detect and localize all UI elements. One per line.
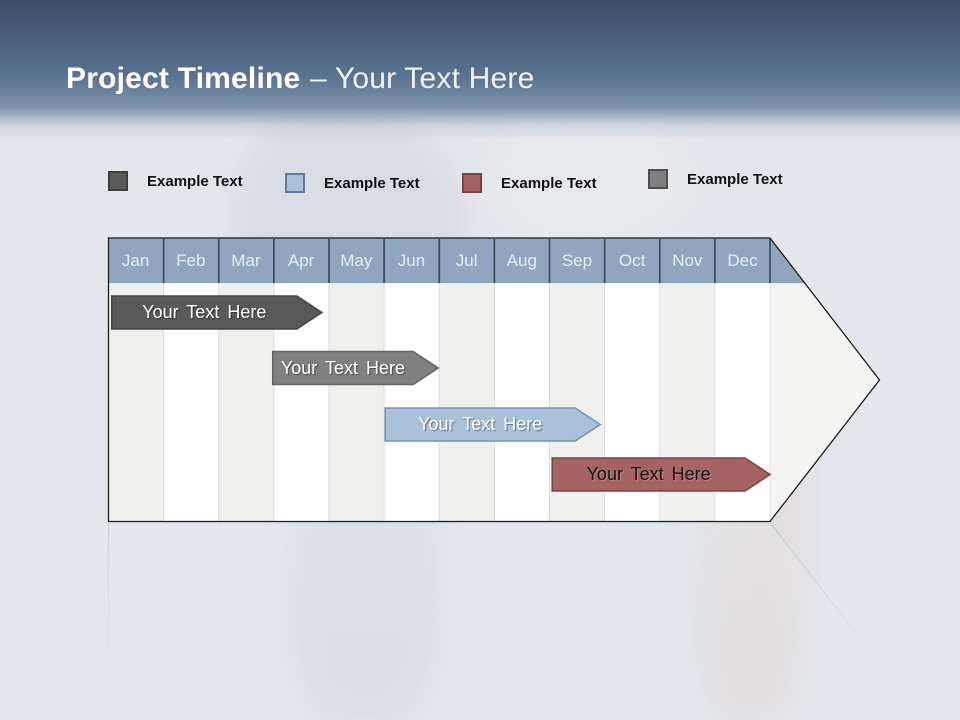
legend-item: Example Text: [285, 172, 420, 194]
legend-label: Example Text: [147, 172, 243, 190]
month-cell-jul: Jul: [455, 250, 478, 270]
legend-swatch: [285, 173, 305, 193]
task-bar-2: [271, 350, 440, 386]
task-bar-label-2: Your Text Here: [280, 357, 405, 378]
month-cell-jun: Jun: [397, 250, 426, 270]
legend-item: Example Text: [462, 172, 597, 194]
task-bar-4: [551, 457, 772, 492]
month-cell-may: May: [340, 250, 373, 270]
legend-swatch: [648, 169, 668, 189]
slide-title: Project Timeline – Your Text Here: [66, 62, 534, 96]
legend-label: Example Text: [687, 170, 783, 188]
task-bar-3: [384, 407, 602, 442]
legend-item: Example Text: [648, 168, 783, 190]
legend-swatch: [462, 173, 482, 193]
legend-item: Example Text: [108, 170, 243, 192]
month-cell-feb: Feb: [176, 250, 206, 270]
month-header-row: Jan Feb Mar Apr May Jun Jul Aug Sep Oct Nov Dec: [108, 238, 770, 283]
month-cell-nov: Nov: [672, 250, 703, 270]
legend-label: Example Text: [324, 174, 420, 192]
task-bar-label-4: Your Text Here: [586, 464, 711, 484]
month-cell-aug: Aug: [506, 250, 537, 270]
month-cell-dec: Dec: [727, 250, 758, 270]
month-cell-jan: Jan: [121, 250, 150, 270]
month-cell-sep: Sep: [561, 250, 593, 270]
task-bar-1: [111, 295, 324, 330]
month-cell-mar: Mar: [231, 250, 261, 270]
legend-swatch: [108, 171, 128, 191]
title-secondary: – Your Text Here: [310, 62, 535, 95]
title-primary: Project Timeline: [66, 62, 301, 95]
legend-label: Example Text: [501, 174, 597, 192]
month-cell-apr: Apr: [287, 250, 315, 270]
month-cell-oct: Oct: [618, 250, 646, 270]
task-bar-label-1: Your Text Here: [142, 302, 267, 322]
task-bar-label-3: Your Text Here: [418, 414, 543, 434]
slide-header-band: Project Timeline – Your Text Here: [0, 0, 960, 140]
